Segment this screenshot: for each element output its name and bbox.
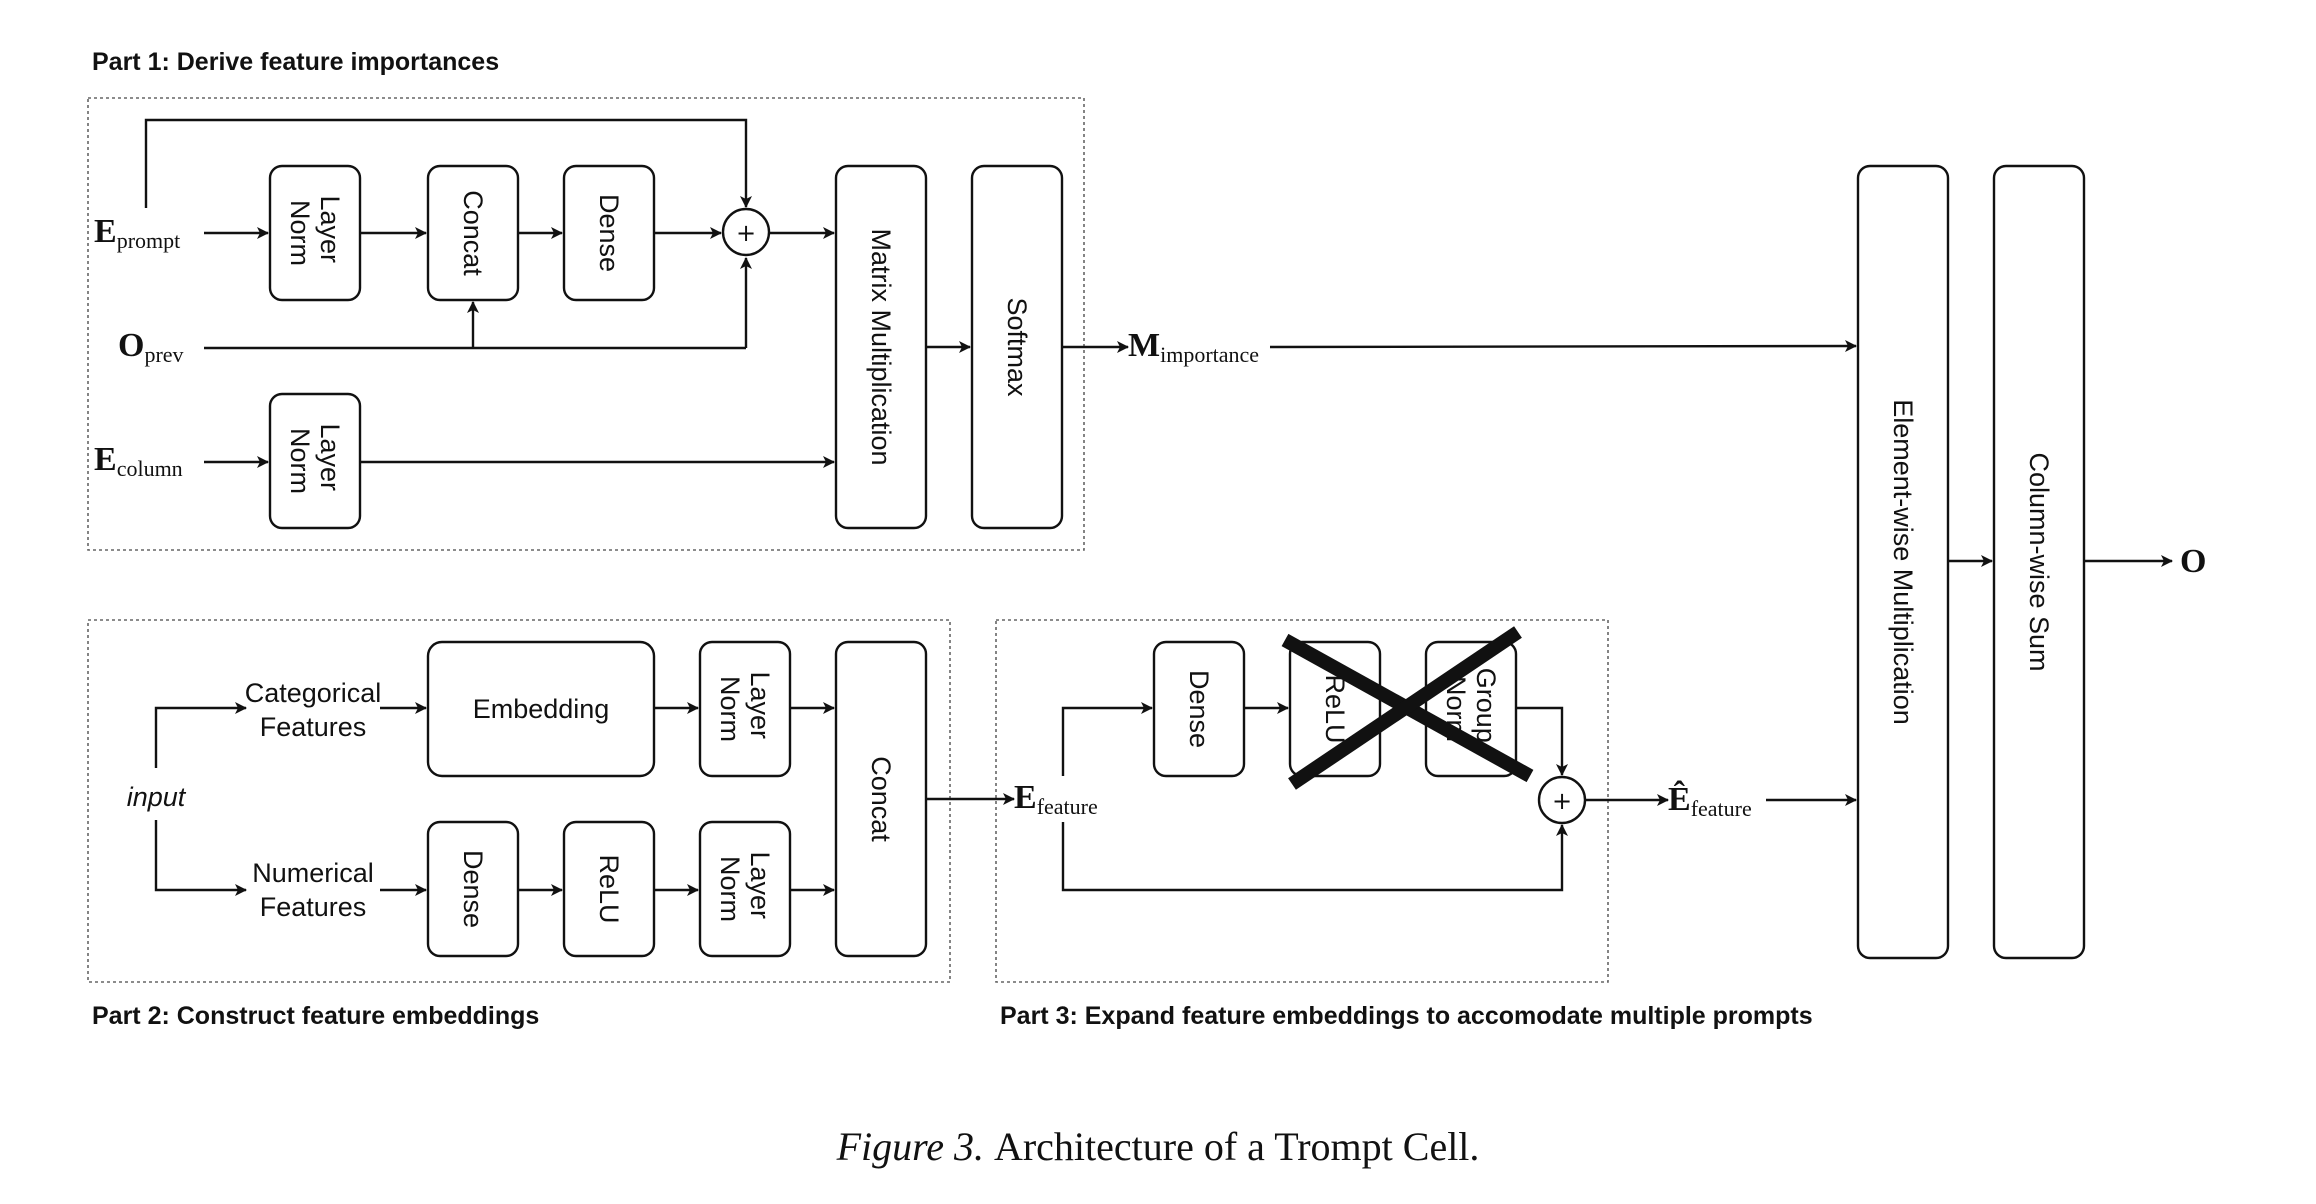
- p2-connections: [380, 702, 1015, 896]
- svg-text:Concat: Concat: [458, 190, 488, 276]
- svg-text:Element-wise Multiplication: Element-wise Multiplication: [1888, 399, 1918, 725]
- svg-text:Layer Norm: Layer Norm: [285, 195, 345, 270]
- svg-text:Layer Norm: Layer Norm: [715, 851, 775, 926]
- p2-concat: Concat: [834, 640, 928, 958]
- p1-layer-norm-top: Layer Norm: [268, 164, 362, 302]
- svg-text:Eprompt: Eprompt: [94, 213, 180, 253]
- categorical-features-label: Categorical Features: [245, 678, 382, 742]
- input-label: input: [127, 782, 187, 812]
- svg-text:Oprev: Oprev: [118, 327, 184, 367]
- p1-concat: Concat: [426, 164, 520, 302]
- part1-frame: [87, 97, 1085, 551]
- svg-text:Numerical: Numerical: [252, 858, 374, 888]
- svg-text:Dense: Dense: [594, 194, 624, 272]
- svg-text:Column-wise Sum: Column-wise Sum: [2024, 452, 2054, 671]
- p1-matrix-multiplication: Matrix Multiplication: [834, 164, 928, 530]
- figure-caption: Figure 3.Architecture of a Trompt Cell.: [836, 1124, 1480, 1169]
- p1-plus-node: +: [721, 207, 771, 257]
- part1-title: Part 1: Derive feature importances: [92, 48, 499, 76]
- svg-text:Layer Norm: Layer Norm: [285, 423, 345, 498]
- importance-to-elementwise-arrow: [1269, 340, 1857, 353]
- svg-text:ReLU: ReLU: [594, 854, 624, 923]
- svg-text:Softmax: Softmax: [1002, 297, 1032, 397]
- svg-text:ReLU: ReLU: [1320, 674, 1350, 743]
- input-o-prev: Oprev: [118, 327, 184, 367]
- svg-text:Matrix Multiplication: Matrix Multiplication: [866, 228, 896, 465]
- numerical-features-label: Numerical Features: [252, 858, 374, 922]
- p1-connections: [144, 118, 1129, 468]
- input-e-prompt: Eprompt: [94, 213, 180, 253]
- svg-text:Layer Norm: Layer Norm: [715, 671, 775, 746]
- part3-title: Part 3: Expand feature embeddings to acc…: [1000, 1002, 1813, 1030]
- p2-input-branches: [154, 702, 247, 896]
- svg-text:+: +: [1552, 787, 1572, 815]
- output-e-feature: Efeature: [1014, 779, 1098, 819]
- output-e-feature-hat: Êfeature: [1668, 780, 1752, 821]
- output-m-importance: Mimportance: [1128, 327, 1259, 367]
- p3-connections: [1061, 702, 1669, 892]
- svg-text:Dense: Dense: [1184, 670, 1214, 748]
- cross-out-mark: [1281, 626, 1534, 790]
- p1-dense: Dense: [562, 164, 656, 302]
- svg-text:Features: Features: [260, 892, 367, 922]
- svg-text:Concat: Concat: [866, 756, 896, 842]
- svg-text:Êfeature: Êfeature: [1668, 780, 1752, 821]
- columnwise-sum-block: Column-wise Sum: [1992, 164, 2086, 960]
- svg-text:Ecolumn: Ecolumn: [94, 441, 183, 481]
- p1-softmax: Softmax: [970, 164, 1064, 530]
- p2-embedding: Embedding: [426, 640, 656, 778]
- p2-relu: ReLU: [562, 820, 656, 958]
- p1-layer-norm-bottom: Layer Norm: [268, 392, 362, 530]
- svg-text:Categorical: Categorical: [245, 678, 382, 708]
- part2-title: Part 2: Construct feature embeddings: [92, 1002, 539, 1030]
- p3-dense: Dense: [1152, 640, 1246, 778]
- output-o: O: [2180, 543, 2206, 580]
- input-e-column: Ecolumn: [94, 441, 183, 481]
- p2-layer-norm-top: Layer Norm: [698, 640, 792, 778]
- p3-plus-node: +: [1537, 775, 1587, 825]
- svg-text:Dense: Dense: [458, 850, 488, 928]
- elementwise-multiplication-block: Element-wise Multiplication: [1856, 164, 1950, 960]
- svg-text:Efeature: Efeature: [1014, 779, 1098, 819]
- svg-text:Mimportance: Mimportance: [1128, 327, 1259, 367]
- svg-text:Embedding: Embedding: [473, 694, 610, 724]
- p2-dense: Dense: [426, 820, 520, 958]
- svg-text:Features: Features: [260, 712, 367, 742]
- p2-layer-norm-bottom: Layer Norm: [698, 820, 792, 958]
- svg-text:+: +: [736, 219, 756, 247]
